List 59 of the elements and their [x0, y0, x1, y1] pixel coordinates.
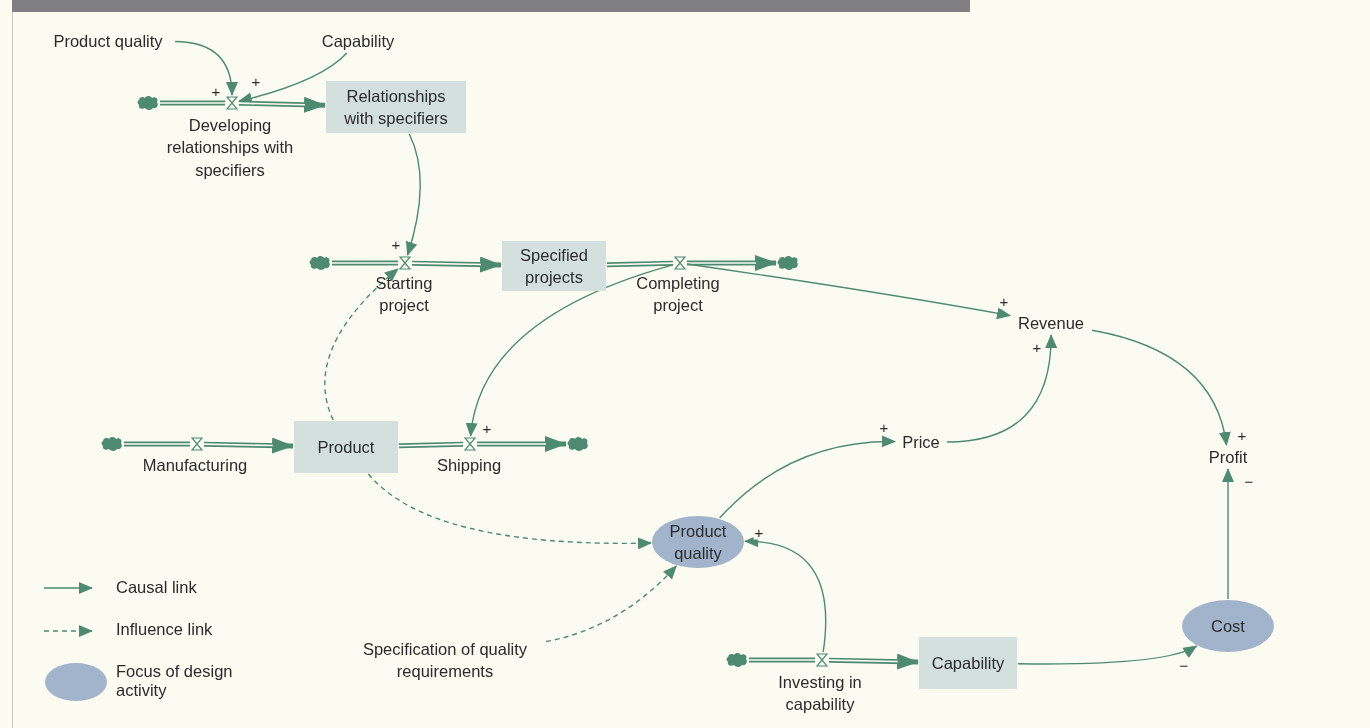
flow-label: Investing in capability: [777, 672, 863, 716]
variable-label: Profit: [1202, 446, 1254, 468]
flow-pipe: [749, 657, 815, 663]
causal-arrow: [686, 263, 1011, 320]
flow-pipe: [160, 100, 225, 106]
flow-label: Shipping: [435, 455, 503, 476]
causal-arrow: [238, 52, 348, 104]
influence-arrow: [367, 473, 653, 550]
legend-label: Influence link: [116, 620, 214, 639]
causal-arrow: [744, 535, 827, 653]
causal-arrow: [1222, 468, 1234, 600]
flow-pipe: [332, 260, 398, 266]
flow-pipe: [411, 256, 502, 273]
legend-label: Focus of design activity: [116, 662, 234, 700]
stock-box: Relationships with specifiers: [326, 81, 466, 133]
cloud-symbol: [777, 255, 799, 271]
variable-label: Price: [896, 431, 946, 453]
legend-label: Causal link: [116, 578, 198, 597]
variable-label: Specification of quality requirements: [345, 636, 545, 684]
causal-arrow: [466, 264, 674, 437]
flow-pipe: [606, 260, 674, 268]
influence-arrow: [545, 565, 677, 643]
valve-symbol: [191, 437, 203, 451]
causal-arrow: [174, 40, 238, 96]
cloud-symbol: [137, 95, 159, 111]
causal-arrow: [718, 435, 896, 519]
causal-arrow: [405, 133, 421, 256]
flow-pipe: [477, 436, 567, 452]
focus-ellipse: Cost: [1182, 600, 1274, 652]
stock-box: Specified projects: [502, 241, 606, 291]
cloud-symbol: [309, 255, 331, 271]
stock-box: Capability: [919, 637, 1017, 689]
influence-arrow: [324, 268, 399, 421]
cloud-symbol: [726, 652, 748, 668]
valve-symbol: [464, 437, 476, 451]
causal-arrow: [1017, 645, 1198, 665]
variable-label: Revenue: [1011, 312, 1091, 334]
variable-label: Product quality: [42, 30, 174, 52]
focus-ellipse: Product quality: [652, 516, 744, 568]
flow-label: Manufacturing: [141, 455, 249, 476]
causal-arrow: [946, 334, 1057, 443]
valve-symbol: [226, 96, 238, 110]
flow-pipe: [828, 653, 919, 670]
valve-symbol: [816, 653, 828, 667]
flow-pipe: [124, 441, 190, 447]
flow-pipe: [238, 96, 326, 113]
flow-pipe: [398, 441, 464, 449]
variable-label: Capability: [313, 30, 403, 52]
valve-symbol: [399, 256, 411, 270]
cloud-symbol: [567, 436, 589, 452]
causal-arrow: [1091, 329, 1231, 446]
flow-pipe: [687, 255, 777, 271]
valve-symbol: [674, 256, 686, 270]
stock-box: Product: [294, 421, 398, 473]
flow-label: Starting project: [374, 273, 434, 317]
flow-label: Completing project: [635, 273, 721, 317]
cloud-symbol: [101, 436, 123, 452]
flow-pipe: [203, 437, 294, 454]
flow-label: Developing relationships with specifiers: [166, 115, 294, 181]
